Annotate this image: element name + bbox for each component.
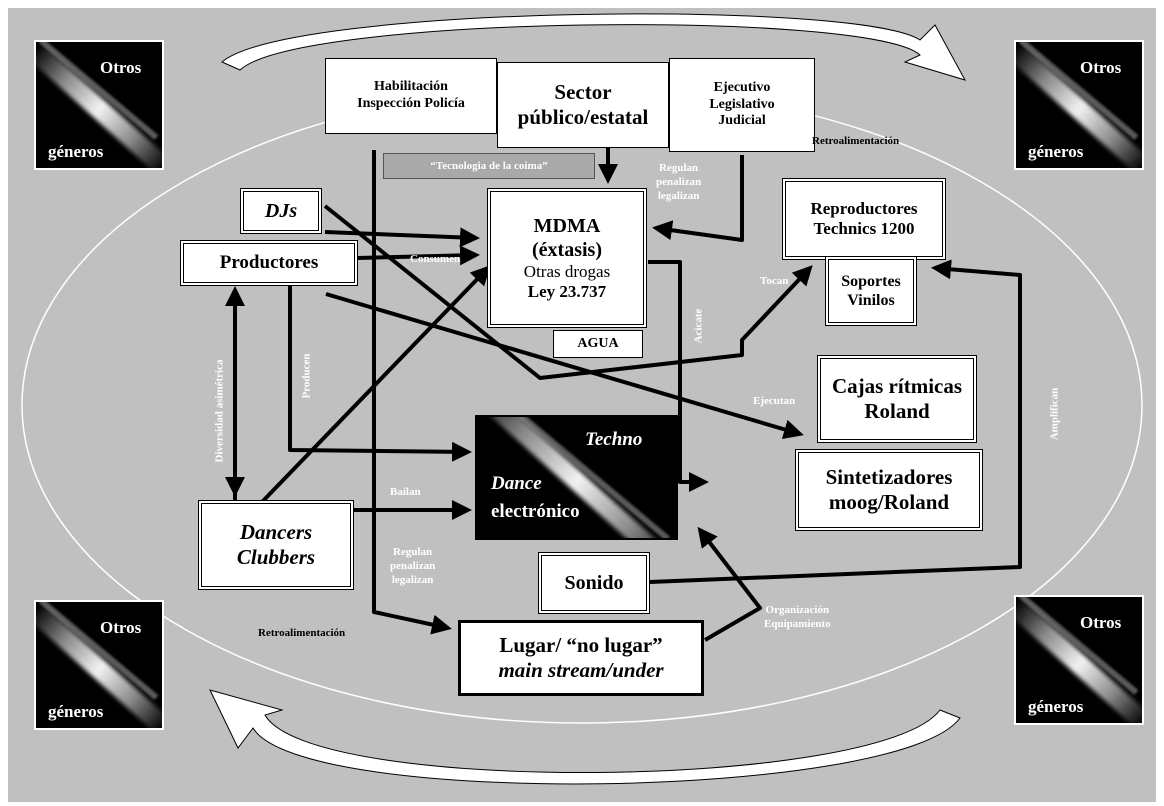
mdma-line2: (éxtasis) [532, 238, 602, 261]
tile-label-top: Otros [1080, 58, 1122, 77]
link-productores-mdma [357, 245, 480, 266]
bailan-label: Bailan [390, 486, 421, 498]
corner-tile-bottom-right: Otros géneros [1014, 595, 1144, 725]
techno-dance-box: Techno Dance electrónico [475, 415, 678, 540]
dancers-line2: Clubbers [236, 545, 316, 569]
sintetizadores-line1: Sintetizadores [825, 464, 953, 489]
cajas-line1: Cajas rítmicas [831, 373, 963, 398]
regulan-bottom-l3: legalizan [391, 573, 434, 586]
tile-label-bottom: géneros [48, 142, 104, 161]
regulan-top-l2: penalizan [656, 175, 702, 188]
lugar-line2: main stream/under [498, 658, 664, 682]
sonido-label: Sonido [564, 572, 624, 594]
producen-label: Producen [300, 353, 313, 399]
link-djs-mdma [324, 227, 480, 248]
consumen-label: Consumen [410, 253, 461, 265]
reproductores-line1: Reproductores [810, 198, 918, 218]
tile-label-bottom: géneros [1028, 142, 1084, 161]
streak-graphic [39, 42, 159, 141]
lugar-box: Lugar/ “no lugar” main stream/under [458, 620, 704, 696]
link-productores-cajas [325, 292, 804, 440]
dancers-line1: Dancers [239, 519, 313, 544]
retroalimentacion-bottom-label: Retroalimentación [258, 627, 346, 639]
link-productores-techno [288, 285, 472, 462]
acicate-label: Acicate [692, 308, 705, 344]
corner-tile-top-right: Otros géneros [1014, 40, 1144, 170]
lugar-line1: Lugar/ “no lugar” [499, 632, 663, 657]
djs-label: DJs [264, 200, 298, 222]
agua-label: AGUA [577, 335, 619, 351]
dance-label: Dance [491, 473, 542, 494]
retroalimentacion-top-label: Retroalimentación [812, 135, 900, 147]
streak-graphic [1019, 597, 1139, 696]
link-sonido-soportes [649, 259, 1022, 584]
sonido-box: Sonido [538, 552, 650, 614]
ejecutan-label: Ejecutan [753, 395, 796, 407]
mdma-box: MDMA (éxtasis) Otras drogas Ley 23.737 [487, 188, 647, 328]
mdma-line4: Ley 23.737 [527, 282, 607, 301]
soportes-box: Soportes Vinilos [825, 256, 917, 326]
organizacion-l2: Equipamiento [764, 617, 831, 630]
reproductores-box: Reproductores Technics 1200 [782, 178, 946, 260]
corner-tile-top-left: Otros géneros [34, 40, 164, 170]
tile-label-bottom: géneros [48, 702, 104, 721]
corner-tile-bottom-left: Otros géneros [34, 600, 164, 730]
organizacion-label: Organización Equipamiento [764, 604, 831, 632]
ejecutivo-line2: Legislativo [709, 96, 775, 112]
sector-publico-box: Sector público/estatal [497, 62, 669, 148]
productores-label: Productores [219, 251, 319, 273]
streak-graphic [39, 602, 159, 701]
cajas-box: Cajas rítmicas Roland [817, 355, 977, 443]
techno-label: Techno [585, 429, 643, 450]
reproductores-line2: Technics 1200 [813, 219, 915, 238]
mdma-line3: Otras drogas [523, 261, 611, 281]
organizacion-l1: Organización [765, 604, 830, 616]
tile-label-top: Otros [100, 58, 142, 77]
habilitacion-box: Habilitación Inspección Policía [325, 58, 497, 134]
streak-graphic [1019, 42, 1139, 141]
regulan-bottom-l1: Regulan [393, 546, 433, 558]
regulan-top-label: Regulan penalizan legalizan [656, 162, 701, 203]
habilitacion-line1: Habilitación [374, 79, 448, 95]
dancers-box: Dancers Clubbers [198, 500, 354, 590]
soportes-line2: Vinilos [847, 292, 895, 309]
tecnologia-coima-strip: “Tecnologia de la coima” [383, 153, 595, 179]
sintetizadores-box: Sintetizadores moog/Roland [795, 449, 983, 531]
tile-label-top: Otros [100, 618, 142, 637]
link-dancers-mdma [260, 265, 491, 504]
productores-box: Productores [180, 240, 358, 286]
sector-line1: Sector [554, 79, 612, 104]
regulan-top-l1: Regulan [659, 162, 699, 174]
link-ejecutivo-mdma [652, 155, 744, 242]
mdma-line1: MDMA [533, 214, 601, 237]
agua-box: AGUA [553, 330, 643, 358]
habilitacion-line2: Inspección Policía [357, 96, 465, 111]
regulan-bottom-l2: penalizan [390, 559, 436, 572]
tocan-label: Tocan [760, 275, 789, 287]
feedback-arrow-top [221, 13, 967, 81]
amplifican-label: Amplifican [1048, 387, 1061, 441]
regulan-bottom-label: Regulan penalizan legalizan [390, 546, 435, 587]
link-djs-soportes [323, 204, 813, 380]
link-mdma-techno [648, 260, 709, 492]
link-habilitacion-lugar [372, 150, 452, 635]
feedback-arrow-bottom [209, 689, 961, 785]
soportes-line1: Soportes [841, 272, 901, 290]
link-lugar-techno [697, 526, 762, 642]
tile-label-bottom: géneros [1028, 697, 1084, 716]
tile-label-top: Otros [1080, 613, 1122, 632]
cajas-line2: Roland [864, 399, 930, 423]
electronico-label: electrónico [491, 501, 580, 522]
regulan-top-l3: legalizan [657, 189, 700, 202]
ejecutivo-line3: Judicial [718, 113, 766, 129]
ejecutivo-line1: Ejecutivo [713, 79, 771, 95]
sintetizadores-line2: moog/Roland [828, 490, 950, 514]
diversidad-label: Diversidad asimétrica [213, 359, 226, 463]
ejecutivo-box: Ejecutivo Legislativo Judicial [669, 58, 815, 152]
sector-line2: público/estatal [517, 105, 649, 129]
djs-box: DJs [240, 188, 322, 234]
